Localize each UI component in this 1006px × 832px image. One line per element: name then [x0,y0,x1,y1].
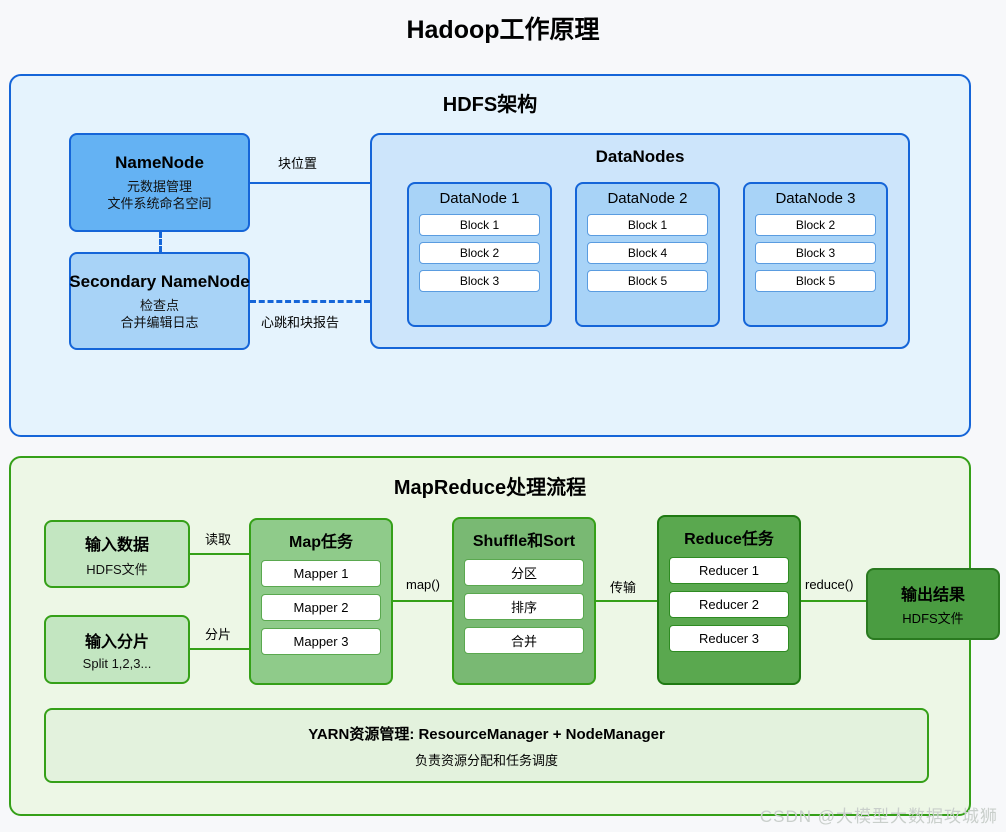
reduce-stage-title: Reduce任务 [684,531,774,548]
output-result-box[interactable]: 输出结果 HDFS文件 [866,568,1000,640]
map-stage-box[interactable]: Map任务 Mapper 1 Mapper 2 Mapper 3 [249,518,393,685]
edge-label-transfer: 传输 [610,580,637,595]
connector-input-split-map [190,648,249,650]
edge-label-read: 读取 [205,532,232,547]
shuffle-item[interactable]: 分区 [464,559,584,586]
datanodes-group: DataNodes DataNode 1 Block 1 Block 2 Blo… [370,133,910,349]
shuffle-item[interactable]: 排序 [464,593,584,620]
connector-map-shuffle [393,600,452,602]
input-data-sub: HDFS文件 [86,561,148,577]
block-item[interactable]: Block 5 [755,270,876,292]
reducer-item[interactable]: Reducer 1 [669,557,789,584]
map-stage-title: Map任务 [288,534,353,551]
namenode-line1: 元数据管理 [126,179,192,194]
output-result-sub: HDFS文件 [902,611,964,626]
secondary-namenode-line2: 合并编辑日志 [120,314,199,330]
block-item[interactable]: Block 1 [587,214,708,236]
datanode-2-title: DataNode 2 [607,190,688,207]
mapper-item[interactable]: Mapper 1 [261,560,381,587]
edge-label-block-location: 块位置 [278,156,318,171]
output-result-title: 输出结果 [900,587,965,604]
shuffle-item[interactable]: 合并 [464,627,584,654]
edge-label-heartbeat: 心跳和块报告 [261,315,340,330]
input-split-title: 输入分片 [84,634,149,651]
input-split-sub: Split 1,2,3... [82,656,152,671]
datanode-2[interactable]: DataNode 2 Block 1 Block 4 Block 5 [575,182,720,327]
edge-label-split: 分片 [205,627,232,642]
connector-namenode-secondary [159,232,162,252]
mapreduce-panel-title: MapReduce处理流程 [393,477,587,499]
block-item[interactable]: Block 2 [755,214,876,236]
yarn-title: YARN资源管理: ResourceManager + NodeManager [308,725,665,743]
mapper-item[interactable]: Mapper 3 [261,628,381,655]
shuffle-stage-box[interactable]: Shuffle和Sort 分区 排序 合并 [452,517,596,685]
yarn-sub: 负责资源分配和任务调度 [414,752,558,768]
secondary-namenode-line1: 检查点 [139,297,179,313]
connector-namenode-datanodes [250,182,370,184]
datanode-1[interactable]: DataNode 1 Block 1 Block 2 Block 3 [407,182,552,327]
block-item[interactable]: Block 3 [419,270,540,292]
hdfs-panel-title: HDFS架构 [442,94,538,116]
connector-secondary-datanodes [250,300,370,303]
reducer-item[interactable]: Reducer 3 [669,625,789,652]
shuffle-stage-title: Shuffle和Sort [472,533,576,550]
mapper-item[interactable]: Mapper 2 [261,594,381,621]
input-data-title: 输入数据 [84,536,149,554]
datanode-3-title: DataNode 3 [775,190,856,207]
datanode-3[interactable]: DataNode 3 Block 2 Block 3 Block 5 [743,182,888,327]
input-data-box[interactable]: 输入数据 HDFS文件 [44,520,190,588]
secondary-namenode-title: Secondary NameNode [69,271,250,291]
block-item[interactable]: Block 2 [419,242,540,264]
page-title: Hadoop工作原理 [406,16,600,44]
reducer-item[interactable]: Reducer 2 [669,591,789,618]
namenode-title: NameNode [115,153,204,172]
block-item[interactable]: Block 3 [755,242,876,264]
watermark: CSDN @大模型大数据攻城狮 [759,807,998,826]
input-split-box[interactable]: 输入分片 Split 1,2,3... [44,615,190,684]
namenode-box[interactable]: NameNode 元数据管理 文件系统命名空间 [69,133,250,232]
block-item[interactable]: Block 5 [587,270,708,292]
secondary-namenode-box[interactable]: Secondary NameNode 检查点 合并编辑日志 [69,252,250,350]
edge-label-map-call: map() [406,577,440,592]
edge-label-reduce-call: reduce() [805,577,854,592]
block-item[interactable]: Block 1 [419,214,540,236]
namenode-line2: 文件系统命名空间 [107,196,212,211]
datanode-1-title: DataNode 1 [439,190,520,207]
datanodes-group-title: DataNodes [595,147,685,166]
connector-shuffle-reduce [596,600,657,602]
reduce-stage-box[interactable]: Reduce任务 Reducer 1 Reducer 2 Reducer 3 [657,515,801,685]
connector-input-data-map [190,553,249,555]
connector-reduce-output [801,600,866,602]
yarn-resource-bar[interactable]: YARN资源管理: ResourceManager + NodeManager … [44,708,929,783]
block-item[interactable]: Block 4 [587,242,708,264]
